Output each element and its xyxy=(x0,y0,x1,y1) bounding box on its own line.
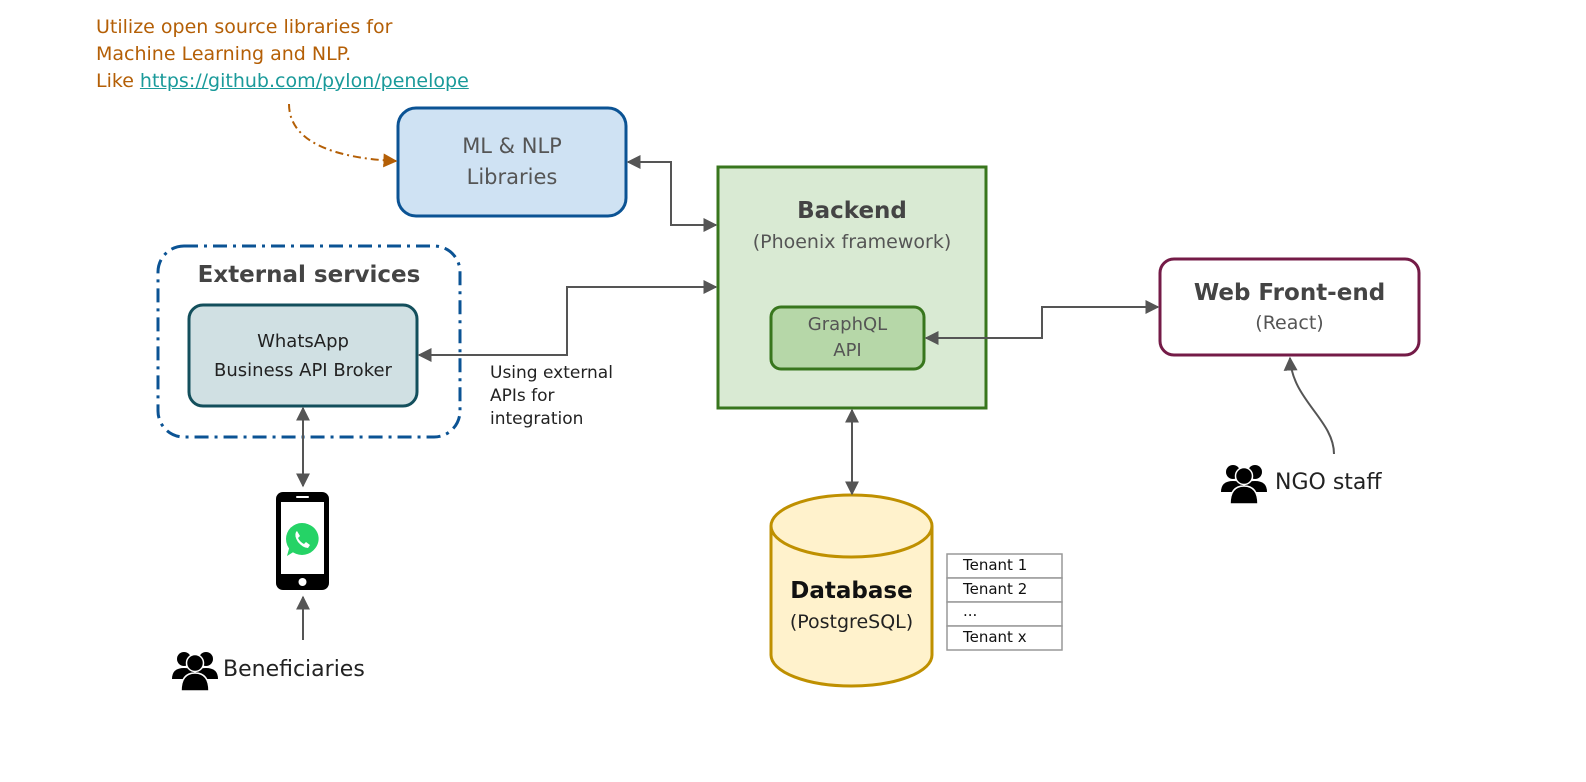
tenant-table xyxy=(946,553,1063,651)
arrow-graphql-web xyxy=(924,300,1160,345)
people-group-icon xyxy=(171,651,219,692)
external-services-title: External services xyxy=(197,262,421,288)
ml-libraries-line1: ML & NLP xyxy=(462,134,562,158)
arrow-ml-backend xyxy=(626,155,718,232)
graphql-line1: GraphQL xyxy=(807,314,888,335)
people-group-icon xyxy=(1220,464,1268,505)
api-note-line2: APIs for xyxy=(490,386,555,406)
tenant-row: Tenant 1 xyxy=(963,556,1028,574)
whatsapp-broker-box xyxy=(187,303,419,408)
whatsapp-broker-line1: WhatsApp xyxy=(257,330,349,352)
backend-subtitle: (Phoenix framework) xyxy=(752,231,952,253)
whatsapp-broker-line2: Business API Broker xyxy=(214,359,392,381)
ml-libraries-line2: Libraries xyxy=(466,165,558,189)
beneficiaries-label: Beneficiaries xyxy=(223,657,365,682)
ml-libraries-label: ML & NLP Libraries xyxy=(398,108,626,216)
database-title: Database xyxy=(790,578,913,604)
ml-note-line2: Machine Learning and NLP. xyxy=(96,43,352,65)
backend-title: Backend xyxy=(797,198,907,224)
web-frontend-box xyxy=(1158,257,1421,357)
ml-note: Utilize open source libraries for Machin… xyxy=(96,14,469,95)
arrow-note-ml xyxy=(288,103,398,168)
ml-libraries-box xyxy=(396,106,628,218)
web-frontend-subtitle: (React) xyxy=(1255,312,1324,334)
api-integration-note: Using external APIs for integration xyxy=(490,362,650,431)
tenant-row: Tenant 2 xyxy=(963,580,1028,598)
graphql-label: GraphQL API xyxy=(771,307,924,369)
web-frontend-title: Web Front-end xyxy=(1193,280,1386,306)
ngo-staff-label: NGO staff xyxy=(1275,470,1382,495)
tenant-row: Tenant x xyxy=(963,628,1027,646)
whatsapp-broker-label: WhatsApp Business API Broker xyxy=(189,305,417,406)
database-subtitle: (PostgreSQL) xyxy=(789,611,914,633)
tenant-row: ... xyxy=(963,602,978,620)
api-note-line1: Using external xyxy=(490,363,613,383)
api-note-line3: integration xyxy=(490,409,584,429)
penelope-link[interactable]: https://github.com/pylon/penelope xyxy=(139,70,469,92)
graphql-line2: API xyxy=(833,340,862,361)
database-cylinder xyxy=(769,493,934,688)
ml-note-line1: Utilize open source libraries for xyxy=(96,16,393,38)
arrow-ngo-web xyxy=(1283,356,1335,455)
phone-whatsapp-icon xyxy=(276,492,329,590)
graphql-box xyxy=(769,305,926,371)
ml-note-like: Like xyxy=(96,70,140,92)
arrow-broker-backend xyxy=(417,280,718,362)
